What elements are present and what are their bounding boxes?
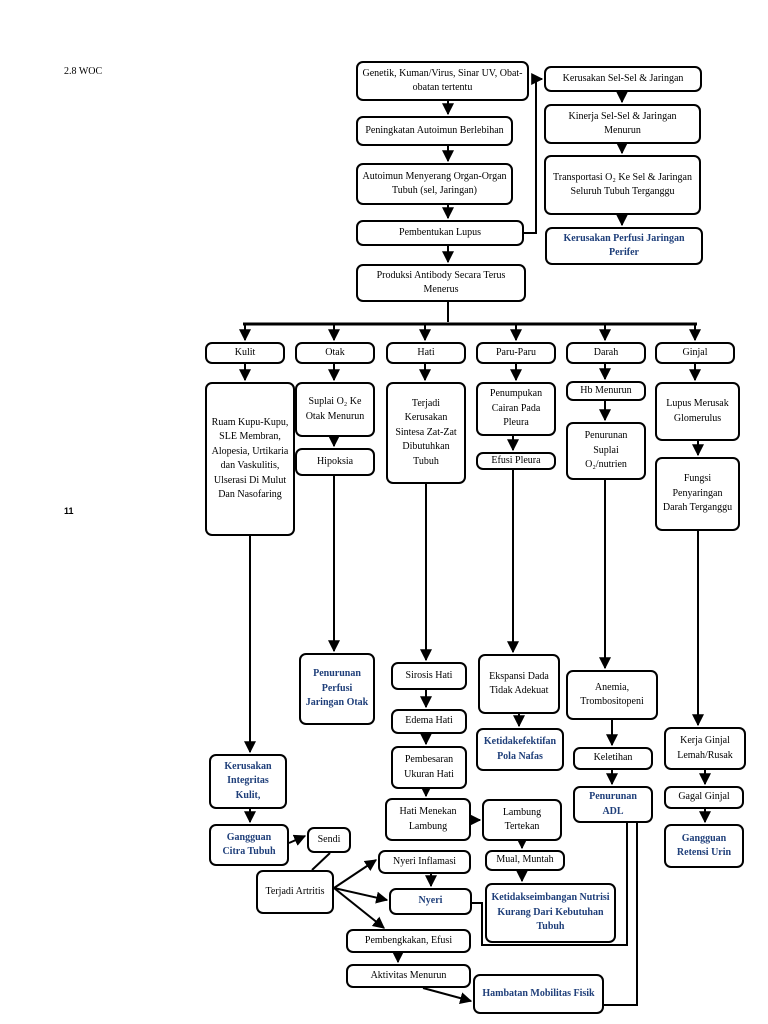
- node-gagal-ginjal: Gagal Ginjal: [664, 786, 744, 809]
- node-ginjal: Ginjal: [655, 342, 735, 364]
- node-dx-retensi-urin: Gangguan Retensi Urin: [664, 824, 744, 868]
- node-otak: Otak: [295, 342, 375, 364]
- node-penurunan-suplai: Penurunan Suplai O₂/nutrien: [566, 422, 646, 480]
- node-pembesaran-hati: Pembesaran Ukuran Hati: [391, 746, 467, 789]
- node-mual-muntah: Mual, Muntah: [485, 850, 565, 871]
- page-heading: 2.8 WOC: [64, 66, 103, 77]
- node-dx-citra-tubuh: Gangguan Citra Tubuh: [209, 824, 289, 866]
- node-paru-paru: Paru-Paru: [476, 342, 556, 364]
- node-keletihan: Keletihan: [573, 747, 653, 770]
- node-pembengkakan: Pembengkakan, Efusi: [346, 929, 471, 953]
- node-dx-perfusi-perifer: Kerusakan Perfusi Jaringan Perifer: [545, 227, 703, 265]
- node-hipoksia: Hipoksia: [295, 448, 375, 476]
- node-dx-mobilitas-fisik: Hambatan Mobilitas Fisik: [473, 974, 604, 1014]
- node-fungsi-penyaringan: Fungsi Penyaringan Darah Terganggu: [655, 457, 740, 531]
- node-genetik: Genetik, Kuman/Virus, Sinar UV, Obat-oba…: [356, 61, 529, 101]
- node-autoimun-menyerang: Autoimun Menyerang Organ-Organ Tubuh (se…: [356, 163, 513, 205]
- node-produksi-antibody: Produksi Antibody Secara Terus Menerus: [356, 264, 526, 302]
- node-dx-nutrisi: Ketidakseimbangan Nutrisi Kurang Dari Ke…: [485, 883, 616, 943]
- node-transportasi-o2: Transportasi O₂ Ke Sel & Jaringan Seluru…: [544, 155, 701, 215]
- node-dx-nyeri: Nyeri: [389, 888, 472, 915]
- node-kerja-ginjal: Kerja Ginjal Lemah/Rusak: [664, 727, 746, 770]
- node-lambung-tertekan: Lambung Tertekan: [482, 799, 562, 841]
- node-penumpukan-cairan: Penumpukan Cairan Pada Pleura: [476, 382, 556, 436]
- node-kulit: Kulit: [205, 342, 285, 364]
- node-dx-integritas-kulit: Kerusakan Integritas Kulit,: [209, 754, 287, 809]
- node-hb-menurun: Hb Menurun: [566, 381, 646, 401]
- node-sendi: Sendi: [307, 827, 351, 853]
- node-edema-hati: Edema Hati: [391, 709, 467, 734]
- node-suplai-o2-otak: Suplai O₂ Ke Otak Menurun: [295, 382, 375, 437]
- node-dx-adl: Penurunan ADL: [573, 786, 653, 823]
- node-aktivitas-menurun: Aktivitas Menurun: [346, 964, 471, 988]
- node-dx-pola-nafas: Ketidakefektifan Pola Nafas: [476, 728, 564, 771]
- node-nyeri-inflamasi: Nyeri Inflamasi: [378, 850, 471, 874]
- page-number: 11: [64, 506, 74, 516]
- node-kerusakan-sel: Kerusakan Sel-Sel & Jaringan: [544, 66, 702, 92]
- node-darah: Darah: [566, 342, 646, 364]
- node-hati: Hati: [386, 342, 466, 364]
- node-efusi-pleura: Efusi Pleura: [476, 452, 556, 470]
- node-peningkatan-autoimun: Peningkatan Autoimun Berlebihan: [356, 116, 513, 146]
- node-ruam-kupu: Ruam Kupu-Kupu, SLE Membran, Alopesia, U…: [205, 382, 295, 536]
- node-sirosis-hati: Sirosis Hati: [391, 662, 467, 690]
- node-anemia: Anemia, Trombositopeni: [566, 670, 658, 720]
- node-ekspansi-dada: Ekspansi Dada Tidak Adekuat: [478, 654, 560, 714]
- node-terjadi-artritis: Terjadi Artritis: [256, 870, 334, 914]
- node-dx-perfusi-otak: Penurunan Perfusi Jaringan Otak: [299, 653, 375, 725]
- node-kerusakan-sintesa: Terjadi Kerusakan Sintesa Zat-Zat Dibutu…: [386, 382, 466, 484]
- node-hati-menekan: Hati Menekan Lambung: [385, 798, 471, 841]
- node-kinerja-sel: Kinerja Sel-Sel & Jaringan Menurun: [544, 104, 701, 144]
- node-pembentukan-lupus: Pembentukan Lupus: [356, 220, 524, 246]
- node-lupus-glomerulus: Lupus Merusak Glomerulus: [655, 382, 740, 441]
